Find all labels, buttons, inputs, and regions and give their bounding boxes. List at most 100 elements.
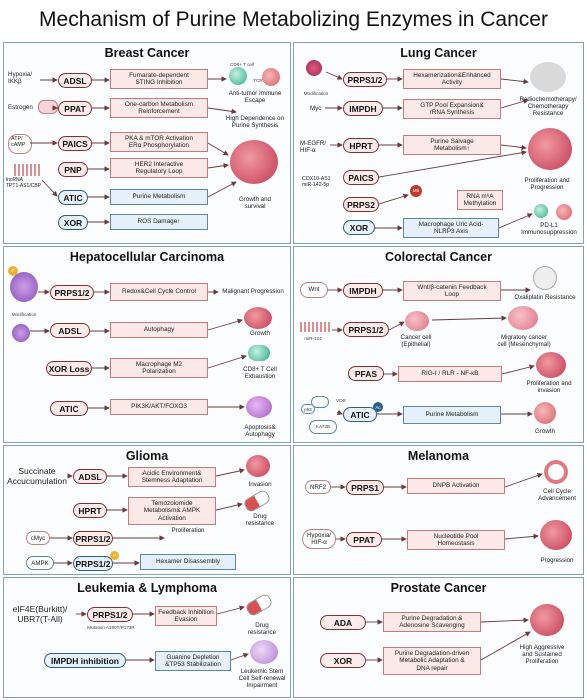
breast-tiny-cd8: CD8+ T cell <box>230 62 254 67</box>
box-crc-rigi: RIG-I / RLR - NF-κB <box>398 366 502 382</box>
prostate-out-aggressive: High Aggressive and Sustained Proliferat… <box>519 644 565 666</box>
glioma-out-invasion: Invasion <box>248 481 272 488</box>
leukemia-mutation-label: Mutation A190T/P173R <box>87 625 135 630</box>
gene-lung-prps2: PRPS2 <box>343 197 379 212</box>
gene-glioma-hprt: HPRT <box>73 503 107 518</box>
panel-prostate: Prostate Cancer <box>293 577 584 698</box>
panel-title-breast: Breast Cancer <box>104 46 190 60</box>
gene-glioma-adsl: ADSL <box>73 469 107 484</box>
gene-prostate-ada: ADA <box>320 615 366 630</box>
lung-out-proliferation: Proliferation and Progression <box>524 177 570 192</box>
lung-myc-label: Myc <box>310 105 322 112</box>
breast-out-growth: Growth and survival <box>239 196 271 211</box>
lung-mod-label: Modification <box>303 91 329 96</box>
gene-hcc-adsl: ADSL <box>50 323 90 338</box>
glioma-out-drug: Drug resistance <box>245 513 275 528</box>
crc-p53-label: p53 <box>304 407 312 412</box>
glioma-p-label: P <box>112 553 117 558</box>
box-breast-pka: PKA & mTOR Activation ERα Phosphorylatio… <box>110 132 208 152</box>
panel-melanoma: Melanoma <box>293 445 584 575</box>
crc-out-invasion: Proliferation and invasion <box>526 380 572 395</box>
gene-breast-paics: PAICS <box>58 136 92 151</box>
leukemia-eif-label: eIF4E(Burkitt)/ UBR7(T-All) <box>12 604 68 624</box>
page-title: Mechanism of Purine Metabolizing Enzymes… <box>39 8 548 31</box>
panel-title-leukemia: Leukemia & Lymphoma <box>77 581 217 595</box>
box-melanoma-dnpb: DNPB Activation <box>407 478 505 494</box>
gene-melanoma-ppat: PPAT <box>346 532 382 547</box>
box-prostate-xor: Purine Degradation-driven Metabolic Adap… <box>383 647 481 675</box>
crc-out-growth: Growth <box>535 428 555 435</box>
tumor-mass-illustration <box>230 140 278 184</box>
box-breast-ros: ROS Damage↑ <box>110 214 208 230</box>
gene-lung-prps12: PRPS1/2 <box>343 72 387 87</box>
gene-hcc-xorloss: XOR Loss <box>46 361 92 376</box>
lung-cox-label: COX10-AS1 miR-142-5p <box>302 176 331 188</box>
breast-out-dependence: High Dependence on Purine Synthesis <box>225 115 285 130</box>
crc-ac-icon <box>373 402 383 412</box>
glioma-ampk-label: AMPK <box>31 560 49 567</box>
estrogen-receptor-icon <box>38 100 58 114</box>
box-breast-purine: Purine Metabolism <box>110 189 208 205</box>
box-lung-salvage: Purine Salvage Metabolism↑ <box>403 135 501 155</box>
melanoma-out-cycle: Cell Cycle Advancement <box>538 488 576 503</box>
glioma-invasion-illustration <box>246 455 270 477</box>
gene-breast-ppat: PPAT <box>58 101 92 116</box>
box-hcc-pik3k: PIK3K/AKT/FOXO3 <box>110 399 208 415</box>
gene-prostate-xor: XOR <box>320 653 366 668</box>
box-lung-hexamer: Hexamerization&Enhanced Activity <box>403 69 501 89</box>
gene-lung-paics: PAICS <box>343 170 379 185</box>
breast-tiny-tcr: TCR <box>253 78 263 83</box>
lung-m6-label: M6 <box>412 188 420 193</box>
prostate-tumor-illustration <box>530 604 564 636</box>
gene-glioma-prps12-a: PRPS1/2 <box>73 531 113 546</box>
stem-cell-illustration <box>250 640 278 664</box>
hcc-out-exhaustion: CD8+ T Cell Exhaustion <box>243 366 277 381</box>
hcc-out-malignant: Malignant Progression <box>222 288 284 295</box>
melanoma-nrf2-label: NRF2 <box>309 484 327 491</box>
lung-out-resistance: Radiochemotherapy/ Chemotherapy Resistan… <box>519 96 577 118</box>
breast-estrogen-label: Estrogen <box>8 104 33 111</box>
box-lung-m6a: RNA m⁶A Methylation <box>457 190 503 210</box>
box-lung-gtp: GTP Pool Expansion& rRNA Synthesis <box>403 99 501 119</box>
hcc-modification-icon <box>10 272 38 302</box>
panel-title-crc: Colorectal Cancer <box>385 250 492 264</box>
hcc-out-apoptosis: Apoptosis& Autophagy <box>244 424 276 439</box>
box-breast-her2: HER2 Interactive Regulatory Loop <box>110 158 208 178</box>
crc-kat2b-icon <box>309 420 337 434</box>
gene-breast-atic: ATIC <box>58 190 88 205</box>
radiotherapy-device-illustration <box>530 62 566 92</box>
glioma-cmyc-label: cMyc <box>30 535 46 542</box>
gene-breast-adsl: ADSL <box>58 73 92 88</box>
panel-title-hcc: Hepatocellular Carcinoma <box>69 250 225 264</box>
lung-tumor-illustration <box>528 128 572 170</box>
crc-out-oxaliplatin: Oxaliplatin Resistance <box>514 294 576 301</box>
melanoma-out-progression: Progression <box>540 557 574 564</box>
melanoma-hypoxia-bubble <box>302 529 336 549</box>
breast-lncrna-label: lncRNA TPT1-AS1/CBP <box>6 177 42 189</box>
box-leukemia-feedback: Feedback Inhibition Evasion <box>155 606 217 626</box>
pdl1-tumor-cell <box>556 204 572 220</box>
panel-title-glioma: Glioma <box>125 449 169 463</box>
melanoma-nrf2-bubble <box>305 480 331 494</box>
crc-invasion-illustration <box>536 352 566 378</box>
glioma-succinate-label: Succinate Accucumulation <box>6 466 67 486</box>
box-hcc-autophagy: Autophagy <box>110 322 208 338</box>
box-glioma-acidic: Acidic Environment& Stemness Adaptation <box>128 467 216 487</box>
hcc-tcell-illustration <box>248 345 270 361</box>
gene-leukemia-prps12: PRPS1/2 <box>87 607 133 622</box>
gene-crc-pfas: PFAS <box>348 366 384 381</box>
crc-mesenchymal-cell <box>508 306 538 330</box>
hcc-mod-label: Modification <box>11 312 37 317</box>
gene-melanoma-prps1: PRPS1 <box>346 480 384 495</box>
panel-title-melanoma: Melanoma <box>407 449 470 463</box>
breast-atp-label: ATP/ cAMP <box>11 136 26 148</box>
panel-title-prostate: Prostate Cancer <box>390 581 487 595</box>
box-breast-onecarbon: One-carbon Metabolism Reinforcement <box>110 98 208 118</box>
box-glioma-tmz: Temozolomide Metabolism& AMPK Activation <box>128 497 216 525</box>
crc-p53-icon <box>301 404 315 414</box>
syringe-icon <box>533 266 557 290</box>
crc-cell-mesenchymal: Migratory cancer cell (Mesenchymal) <box>497 334 551 349</box>
atp-receptor-icon <box>8 134 32 154</box>
hcc-growth-illustration <box>244 307 272 329</box>
crc-wnt-label: Wnt <box>308 286 320 293</box>
